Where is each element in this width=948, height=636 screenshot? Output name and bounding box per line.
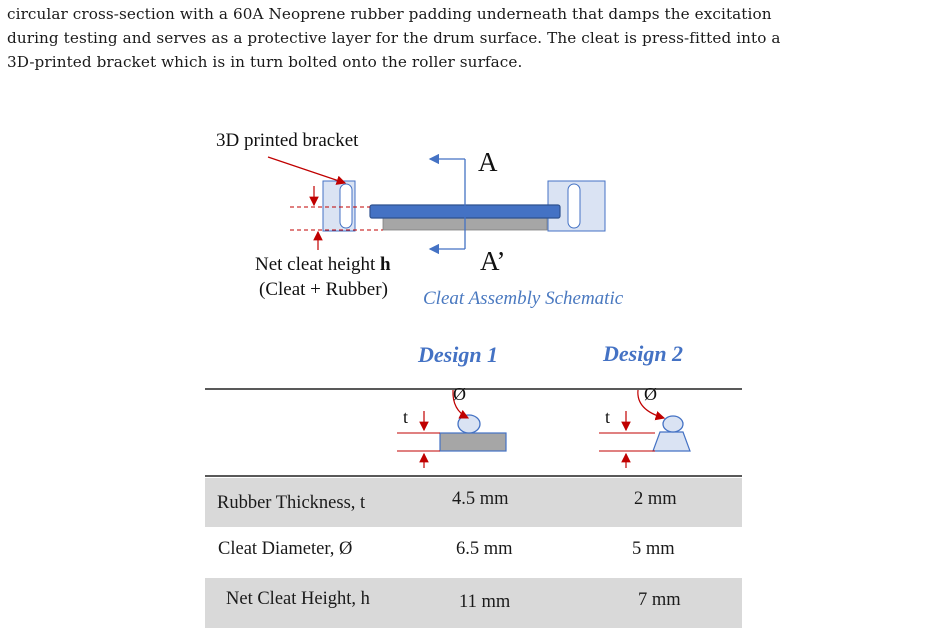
- schematic-caption: Cleat Assembly Schematic: [423, 288, 624, 309]
- row-label: Cleat Diameter, Ø: [218, 539, 353, 559]
- net-height-note: (Cleat + Rubber): [259, 279, 388, 300]
- design2-value: 5 mm: [632, 539, 675, 559]
- design2-heading: Design 2: [603, 341, 684, 366]
- design2-rubber: [652, 431, 691, 452]
- design2-sketch: [599, 389, 691, 468]
- section-label-a-prime: A’: [480, 246, 506, 276]
- table-row: Cleat Diameter, Ø 6.5 mm 5 mm: [205, 527, 742, 578]
- design1-thickness-symbol: t: [403, 407, 409, 427]
- design2-thickness-symbol: t: [605, 407, 611, 427]
- design2-value: 2 mm: [634, 489, 677, 509]
- section-label-a: A: [478, 147, 498, 177]
- table-row: Rubber Thickness, t 4.5 mm 2 mm: [205, 478, 742, 527]
- net-height-prefix: Net cleat height: [255, 254, 381, 275]
- row-label: Net Cleat Height, h: [226, 589, 370, 609]
- body-paragraph: circular cross-section with a 60A Neopre…: [7, 2, 943, 74]
- design1-heading: Design 1: [418, 342, 499, 367]
- design1-value: 4.5 mm: [452, 489, 509, 509]
- design1-rubber: [439, 432, 507, 452]
- table-row: Net Cleat Height, h 11 mm 7 mm: [205, 578, 742, 628]
- design1-diameter-symbol: Ø: [453, 384, 466, 404]
- design2-value: 7 mm: [638, 590, 681, 610]
- net-height-symbol: h: [380, 254, 391, 275]
- paragraph-line: circular cross-section with a 60A Neopre…: [7, 5, 772, 23]
- design1-value: 11 mm: [459, 592, 511, 612]
- design2-diameter-symbol: Ø: [644, 384, 657, 404]
- bracket-label: 3D printed bracket: [216, 130, 359, 151]
- design1-sketch: [397, 389, 507, 468]
- net-height-label: Net cleat height h: [255, 254, 391, 276]
- cleat-assembly-schematic: [267, 153, 606, 255]
- paragraph-line: during testing and serves as a protectiv…: [7, 29, 781, 47]
- design1-cleat: [457, 414, 481, 434]
- paragraph-line: 3D-printed bracket which is in turn bolt…: [7, 53, 523, 71]
- design1-value: 6.5 mm: [456, 539, 513, 559]
- row-label: Rubber Thickness, t: [217, 493, 366, 513]
- design2-cleat: [662, 415, 684, 433]
